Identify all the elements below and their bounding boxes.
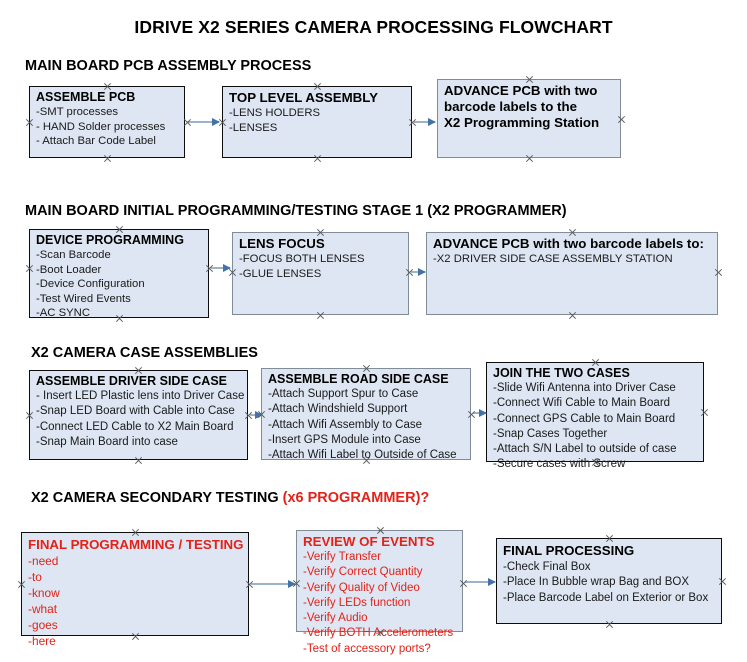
node-review-of-events[interactable]: REVIEW OF EVENTS -Verify Transfer -Verif…: [296, 530, 463, 655]
node-device-programming[interactable]: DEVICE PROGRAMMING -Scan Barcode -Boot L…: [29, 229, 209, 320]
node-line: -Verify LEDs function: [303, 596, 411, 609]
node-join-the-two-cases[interactable]: JOIN THE TWO CASES -Slide Wifi Antenna i…: [486, 362, 704, 470]
node-title: REVIEW OF EVENTS: [303, 534, 435, 549]
arrow-s1-2: [414, 117, 436, 126]
node-advance-pcb-driver-side[interactable]: ADVANCE PCB with two barcode labels to: …: [426, 232, 718, 315]
arrow-s2-1: [211, 263, 231, 272]
node-title: TOP LEVEL ASSEMBLY: [229, 90, 379, 105]
node-line: -Secure cases with Screw: [493, 458, 626, 471]
node-title-line3: X2 Programming Station: [444, 115, 600, 130]
node-line: -LENSES: [229, 121, 278, 134]
node-title: ASSEMBLE DRIVER SIDE CASE: [36, 374, 228, 388]
page-title: IDRIVE X2 SERIES CAMERA PROCESSING FLOWC…: [134, 17, 613, 37]
node-line: - Insert LED Plastic lens into Driver Ca…: [36, 390, 245, 402]
arrow-s4-2: [465, 577, 496, 586]
node-line: -know: [28, 586, 60, 601]
section-heading-2-text: MAIN BOARD INITIAL PROGRAMMING/TESTING S…: [25, 203, 567, 219]
node-title: FINAL PROCESSING: [503, 543, 635, 558]
node-line: -LENS HOLDERS: [229, 107, 321, 119]
node-line: -Connect Wifi Cable to Main Board: [493, 397, 671, 410]
section-heading-4: X2 CAMERA SECONDARY TESTING (x6 PROGRAMM…: [31, 490, 429, 506]
node-line: -Verify Quality of Video: [303, 581, 420, 594]
section-heading-2: MAIN BOARD INITIAL PROGRAMMING/TESTING S…: [25, 203, 567, 219]
node-line: -Attach Wifi Label to Outside of Case: [268, 449, 457, 462]
node-line: -need: [28, 554, 59, 568]
node-line: -Place Barcode Label on Exterior or Box: [503, 591, 709, 604]
node-line: -Attach Windshield Support: [268, 403, 408, 416]
node-line: -FOCUS BOTH LENSES: [239, 253, 365, 265]
node-line: -X2 DRIVER SIDE CASE ASSEMBLY STATION: [433, 253, 673, 265]
arrow-s2-2: [411, 267, 426, 276]
node-final-programming-testing[interactable]: FINAL PROGRAMMING / TESTING -need -to -k…: [21, 532, 249, 648]
node-line: -Attach Wifi Assembly to Case: [268, 418, 423, 431]
node-assemble-road-side-case[interactable]: ASSEMBLE ROAD SIDE CASE -Attach Support …: [261, 368, 471, 462]
node-line: -to: [28, 570, 42, 585]
node-line-overflow: -Test of accessory ports?: [303, 642, 431, 655]
node-line: -goes: [28, 618, 58, 633]
node-top-level-assembly[interactable]: TOP LEVEL ASSEMBLY -LENS HOLDERS -LENSES: [222, 86, 412, 158]
node-line: -Boot Loader: [36, 263, 102, 276]
node-assemble-pcb[interactable]: ASSEMBLE PCB -SMT processes - HAND Solde…: [29, 86, 185, 158]
node-line: -AC SYNC: [36, 307, 90, 320]
arrow-s4-1: [251, 579, 296, 588]
node-line: -what: [28, 602, 58, 617]
section-heading-3-text: X2 CAMERA CASE ASSEMBLIES: [31, 345, 258, 361]
node-advance-pcb-programming-station[interactable]: ADVANCE PCB with two barcode labels to t…: [437, 79, 621, 158]
node-final-processing[interactable]: FINAL PROCESSING -Check Final Box -Place…: [496, 538, 722, 624]
node-line: - HAND Solder processes: [36, 120, 166, 133]
node-line: -Attach S/N Label to outside of case: [493, 443, 677, 456]
section-heading-4-accent: (x6 PROGRAMMER)?: [282, 490, 430, 506]
node-line: -GLUE LENSES: [239, 267, 322, 280]
node-line: -Place In Bubble wrap Bag and BOX: [503, 576, 690, 589]
node-line: -Connect LED Cable to X2 Main Board: [36, 420, 234, 433]
arrow-s3-2: [473, 408, 487, 417]
node-title: ADVANCE PCB with two barcode labels to:: [433, 236, 704, 251]
node-line: -Snap LED Board with Cable into Case: [36, 405, 235, 418]
node-title: DEVICE PROGRAMMING: [36, 233, 184, 247]
section-heading-3: X2 CAMERA CASE ASSEMBLIES: [31, 345, 258, 361]
node-line: -Check Final Box: [503, 561, 591, 573]
node-title: ASSEMBLE ROAD SIDE CASE: [268, 372, 449, 386]
node-line: -Scan Barcode: [36, 249, 111, 261]
node-line: -Connect GPS Cable to Main Board: [493, 412, 676, 425]
node-line: -Test Wired Events: [36, 292, 131, 305]
node-line: -Attach Support Spur to Case: [268, 388, 419, 400]
node-line: -Snap Main Board into case: [36, 435, 178, 448]
arrow-s3-1: [250, 410, 263, 419]
node-line: -Snap Cases Together: [493, 427, 608, 440]
node-line: -here: [28, 634, 56, 649]
node-line: -Verify BOTH Accelerometers: [303, 627, 454, 640]
node-line: - Attach Bar Code Label: [36, 135, 156, 148]
node-title-line2: barcode labels to the: [444, 99, 578, 114]
node-lens-focus[interactable]: LENS FOCUS -FOCUS BOTH LENSES -GLUE LENS…: [232, 232, 409, 315]
node-assemble-driver-side-case[interactable]: ASSEMBLE DRIVER SIDE CASE - Insert LED P…: [29, 370, 248, 460]
arrow-s1-1: [187, 117, 220, 126]
node-line: -SMT processes: [36, 106, 119, 118]
node-title: FINAL PROGRAMMING / TESTING: [28, 537, 244, 552]
section-heading-1: MAIN BOARD PCB ASSEMBLY PROCESS: [25, 58, 311, 74]
node-line: -Insert GPS Module into Case: [268, 433, 421, 446]
node-line: -Verify Audio: [303, 612, 368, 625]
node-line: -Slide Wifi Antenna into Driver Case: [493, 382, 676, 394]
section-heading-1-text: MAIN BOARD PCB ASSEMBLY PROCESS: [25, 58, 312, 74]
node-title: LENS FOCUS: [239, 236, 325, 251]
node-line: -Verify Transfer: [303, 551, 381, 563]
node-title: JOIN THE TWO CASES: [493, 366, 630, 380]
node-title: ADVANCE PCB with two: [444, 83, 598, 98]
section-heading-4-text: X2 CAMERA SECONDARY TESTING: [31, 490, 283, 506]
node-line: -Device Configuration: [36, 278, 145, 291]
node-line: -Verify Correct Quantity: [303, 566, 423, 579]
node-title: ASSEMBLE PCB: [36, 90, 136, 104]
